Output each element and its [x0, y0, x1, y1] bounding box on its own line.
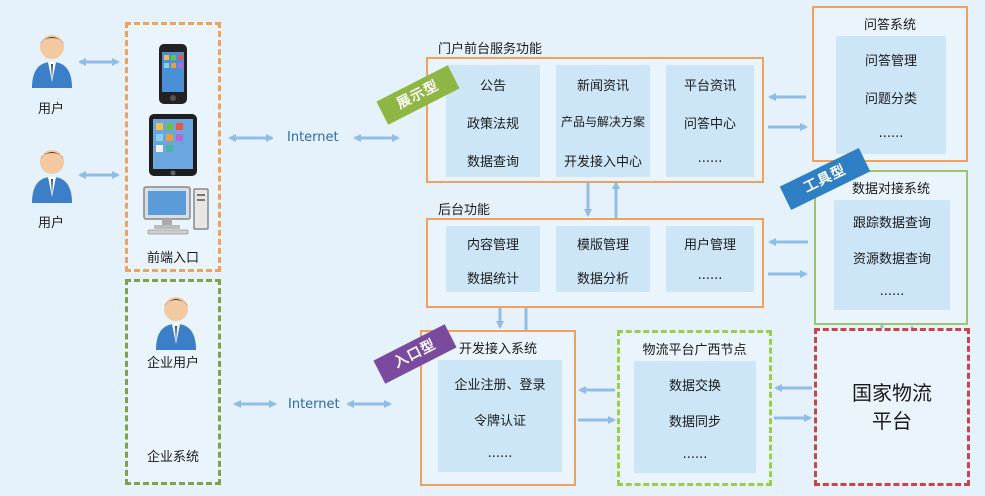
portal-item: 开发接入中心 [563, 155, 642, 170]
portal-item: 政策法规 [466, 117, 519, 132]
enterprise-user-icon [156, 297, 196, 350]
backend-item: 用户管理 [683, 238, 736, 253]
phone-icon [159, 44, 187, 104]
internet-label-bottom: Internet [288, 397, 340, 412]
portal-item: 产品与解决方案 [560, 115, 645, 129]
user-icon [32, 35, 72, 88]
backend-item: 模版管理 [576, 238, 629, 253]
logistics-node-column: 数据交换 数据同步 ...... [634, 361, 756, 473]
portal-column-1: 公告 政策法规 数据查询 [446, 65, 540, 177]
enterprise-entry-box: 企业用户 企业系统 [125, 279, 221, 485]
enterprise-system-label: 企业系统 [146, 450, 199, 465]
user-label-1: 用户 [38, 102, 65, 117]
portal-item: 新闻资讯 [576, 79, 629, 94]
backend-column-1: 内容管理 数据统计 [446, 226, 540, 292]
dev-access-item: 企业注册、登录 [454, 378, 546, 393]
logistics-node-item: 数据交换 [668, 379, 721, 394]
portal-column-2: 新闻资讯 产品与解决方案 开发接入中心 [556, 65, 650, 177]
qa-system-column: 问答管理 问题分类 ...... [836, 36, 946, 154]
portal-title: 门户前台服务功能 [438, 42, 543, 57]
computer-icon [143, 186, 209, 235]
portal-item: 数据查询 [466, 155, 519, 170]
data-dock-item: ...... [879, 284, 905, 299]
user-label-2: 用户 [38, 216, 65, 231]
dev-access-box: 开发接入系统 企业注册、登录 令牌认证 ...... [420, 330, 576, 486]
national-platform-box: 国家物流 平台 [814, 328, 970, 486]
portal-item: 问答中心 [683, 117, 736, 132]
logistics-node-item: ...... [682, 447, 708, 462]
portal-column-3: 平台资讯 问答中心 ...... [666, 65, 754, 177]
dev-access-title: 开发接入系统 [458, 342, 537, 357]
backend-box: 内容管理 数据统计 模版管理 数据分析 用户管理 ...... [426, 218, 764, 308]
internet-label-top: Internet [287, 130, 339, 145]
backend-item: 数据分析 [576, 272, 629, 287]
national-platform-line1: 国家物流 [852, 381, 932, 405]
dev-access-column: 企业注册、登录 令牌认证 ...... [438, 360, 562, 472]
qa-item: 问题分类 [864, 92, 917, 107]
qa-item: ...... [878, 126, 904, 141]
qa-item: 问答管理 [864, 54, 917, 69]
logistics-node-box: 物流平台广西节点 数据交换 数据同步 ...... [617, 330, 772, 486]
data-dock-box: 数据对接系统 跟踪数据查询 资源数据查询 ...... [814, 170, 968, 325]
data-dock-item: 资源数据查询 [852, 252, 931, 267]
backend-column-2: 模版管理 数据分析 [556, 226, 650, 292]
dev-access-item: 令牌认证 [473, 414, 526, 429]
backend-item: 内容管理 [466, 238, 519, 253]
backend-title: 后台功能 [438, 203, 491, 218]
data-dock-column: 跟踪数据查询 资源数据查询 ...... [834, 200, 950, 310]
frontend-entry-box: 前端入口 [125, 22, 221, 272]
portal-item: 公告 [479, 79, 506, 94]
tablet-icon [149, 114, 197, 176]
logistics-node-item: 数据同步 [668, 415, 721, 430]
backend-item: ...... [697, 268, 723, 283]
enterprise-user-label: 企业用户 [146, 356, 199, 371]
frontend-entry-label: 前端入口 [146, 251, 199, 266]
portal-box: 公告 政策法规 数据查询 新闻资讯 产品与解决方案 开发接入中心 平台资讯 问答… [426, 57, 764, 183]
user-icon [32, 150, 72, 203]
backend-column-3: 用户管理 ...... [666, 226, 754, 292]
logistics-node-title: 物流平台广西节点 [642, 343, 747, 358]
portal-item: 平台资讯 [683, 79, 736, 94]
data-dock-item: 跟踪数据查询 [852, 216, 931, 231]
backend-item: 数据统计 [466, 272, 519, 287]
data-dock-title: 数据对接系统 [851, 182, 930, 197]
portal-item: ...... [697, 151, 723, 166]
dev-access-item: ...... [487, 446, 513, 461]
qa-system-box: 问答系统 问答管理 问题分类 ...... [812, 6, 968, 162]
national-platform-line2: 平台 [872, 409, 912, 433]
qa-system-title: 问答系统 [863, 18, 916, 33]
